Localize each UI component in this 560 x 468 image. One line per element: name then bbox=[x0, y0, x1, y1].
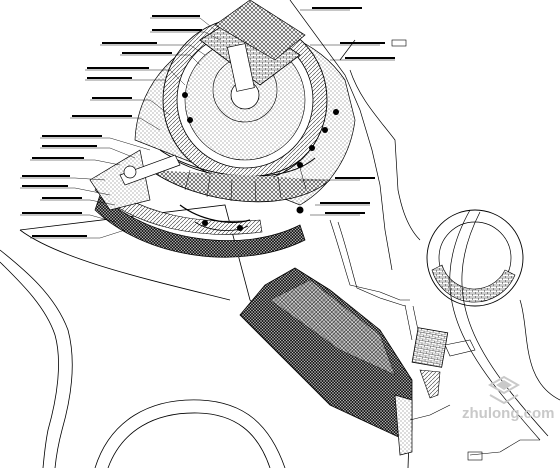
callout-leaders-right bbox=[300, 9, 395, 216]
lower-terrace-block bbox=[239, 267, 413, 456]
trees bbox=[182, 92, 339, 214]
watermark-text: zhulong.com bbox=[462, 405, 555, 422]
entry-wedge bbox=[89, 149, 181, 211]
pavilion-structure bbox=[199, 0, 306, 92]
watermark: zhulong.com bbox=[462, 375, 555, 422]
small-building bbox=[411, 327, 476, 399]
callout-leaders-left bbox=[20, 17, 221, 239]
callout-labels-left bbox=[22, 15, 202, 237]
lower-details bbox=[409, 404, 540, 461]
round-garden bbox=[426, 209, 560, 441]
callout-labels-right bbox=[312, 7, 407, 214]
zhulong-logo-icon bbox=[487, 375, 521, 405]
curved-terraces bbox=[94, 179, 306, 258]
